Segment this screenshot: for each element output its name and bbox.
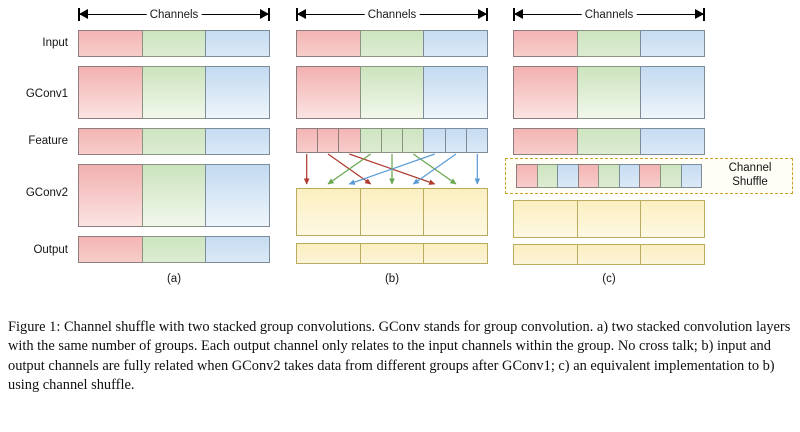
figure-caption: Figure 1: Channel shuffle with two stack… [8,319,791,394]
shuffle-cell [598,164,620,188]
segment-red [513,128,578,155]
axis-cap-left [513,8,515,21]
segment-green [576,30,642,57]
row-label-column: Input GConv1 Feature GConv2 Output [0,0,68,290]
panel-label-c: (c) [602,273,616,285]
row-label-gconv2: GConv2 [25,187,68,199]
segment-yellow [640,244,706,265]
segment-red [296,30,361,57]
segment-red [78,164,143,227]
segment-blue [205,128,271,155]
arrowhead-left-icon [79,9,88,20]
bar-feature-c [513,128,706,155]
channels-axis-c: Channels [513,8,705,22]
channels-label-b: Channels [364,8,420,22]
segment-green [359,66,425,119]
shuffle-cell [536,164,559,188]
bar-gconv2-b [296,188,489,236]
segment-red [513,66,578,119]
channel-shuffle-label-line1: Channel [728,162,772,174]
row-label-input: Input [42,37,68,49]
channels-axis-b: Channels [296,8,488,22]
bar-shuffled-c [516,164,703,188]
segment-red [78,128,143,155]
bar-output-b [296,243,489,264]
segment-blue [423,66,489,119]
bar-output-c [513,244,706,265]
segment-yellow [423,188,489,236]
segment-green [141,66,207,119]
row-label-output: Output [33,244,68,256]
segment-red [78,236,143,263]
bar-gconv1-b [296,66,489,119]
row-label-feature: Feature [28,135,68,147]
segment-green [359,30,425,57]
segment-green [141,30,207,57]
segment-blue [640,128,706,155]
segment-green [141,236,207,263]
bar-gconv2-c [513,200,706,238]
shuffle-cell [516,164,538,188]
segment-yellow [296,243,361,264]
shuffle-cell [618,164,641,188]
axis-cap-left [296,8,298,21]
channel-shuffle-label: Channel Shuffle [712,162,788,189]
channel-shuffle-label-line2: Shuffle [732,175,768,188]
channels-label-a: Channels [146,8,202,22]
shuffle-cell [577,164,600,188]
panel-label-a: (a) [166,273,182,285]
segment-blue [640,66,706,119]
segment-green [141,128,207,155]
segment-blue [423,30,489,57]
segment-blue [640,30,706,57]
segment-red [513,30,578,57]
row-label-gconv1: GConv1 [25,88,68,100]
segment-yellow [513,244,578,265]
arrowhead-right-icon [260,9,269,20]
segment-yellow [359,243,425,264]
bar-gconv2-a [78,164,271,227]
segment-green [576,128,642,155]
shuffle-cell [680,164,703,188]
arrowhead-right-icon [695,9,704,20]
shuffle-cell [557,164,579,188]
shuffle-cell [659,164,682,188]
segment-blue [205,164,271,227]
feature-cell [465,128,488,153]
panel-label-b: (b) [384,273,400,285]
channels-label-c: Channels [581,8,637,22]
arrowhead-left-icon [297,9,306,20]
segment-yellow [513,200,578,238]
arrowhead-right-icon [478,9,487,20]
shuffle-cell [639,164,661,188]
axis-cap-right [703,8,705,21]
segment-yellow [640,200,706,238]
bar-feature-b [296,128,488,153]
segment-yellow [576,200,642,238]
bar-gconv1-a [78,66,271,119]
segment-blue [205,236,271,263]
bar-feature-a [78,128,271,155]
segment-blue [205,66,271,119]
segment-yellow [423,243,489,264]
channels-axis-a: Channels [78,8,270,22]
axis-cap-left [78,8,80,21]
arrowhead-left-icon [514,9,523,20]
axis-cap-right [268,8,270,21]
bar-input-c [513,30,706,57]
segment-yellow [296,188,361,236]
segment-green [576,66,642,119]
axis-cap-right [486,8,488,21]
bar-input-a [78,30,271,57]
bar-gconv1-c [513,66,706,119]
segment-yellow [576,244,642,265]
segment-blue [205,30,271,57]
bar-input-b [296,30,489,57]
bar-output-a [78,236,271,263]
segment-yellow [359,188,425,236]
